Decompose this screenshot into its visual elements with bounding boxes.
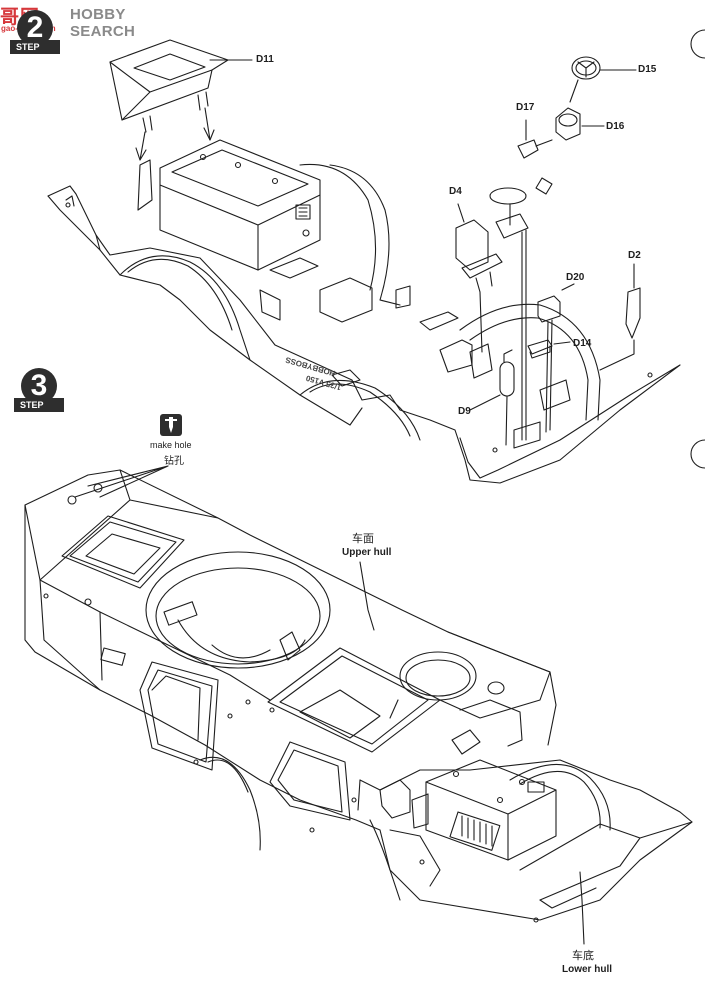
lower-hull-label-en: Lower hull (562, 964, 612, 975)
step-2-label: STEP (10, 40, 60, 54)
make-hole-label-en: make hole (150, 440, 192, 450)
step2-lower-hull (47, 39, 681, 484)
part-label-d20: D20 (566, 272, 585, 283)
step3-hull (24, 465, 693, 945)
part-label-d17: D17 (516, 102, 535, 113)
binding-mark-mid (690, 439, 705, 469)
upper-hull-label-en: Upper hull (342, 547, 392, 558)
part-label-d9: D9 (458, 406, 471, 417)
part-label-d14: D14 (573, 338, 592, 349)
step-2-badge: 2 STEP (10, 10, 60, 62)
part-label-d11: D11 (256, 54, 274, 65)
binding-mark-top (690, 29, 705, 59)
part-label-d15: D15 (638, 64, 657, 75)
step-3-badge: 3 STEP (14, 368, 64, 420)
make-hole-label-cn: 钻孔 (164, 456, 184, 467)
lower-hull-label-cn: 车底 (572, 950, 594, 962)
part-label-d4: D4 (449, 186, 462, 197)
upper-hull-label-cn: 车面 (352, 533, 374, 545)
part-label-d16: D16 (606, 121, 625, 132)
watermark-en: HOBBY SEARCH (70, 6, 136, 40)
step-3-label: STEP (14, 398, 64, 412)
part-label-d2: D2 (628, 250, 641, 261)
drill-icon (160, 414, 182, 436)
